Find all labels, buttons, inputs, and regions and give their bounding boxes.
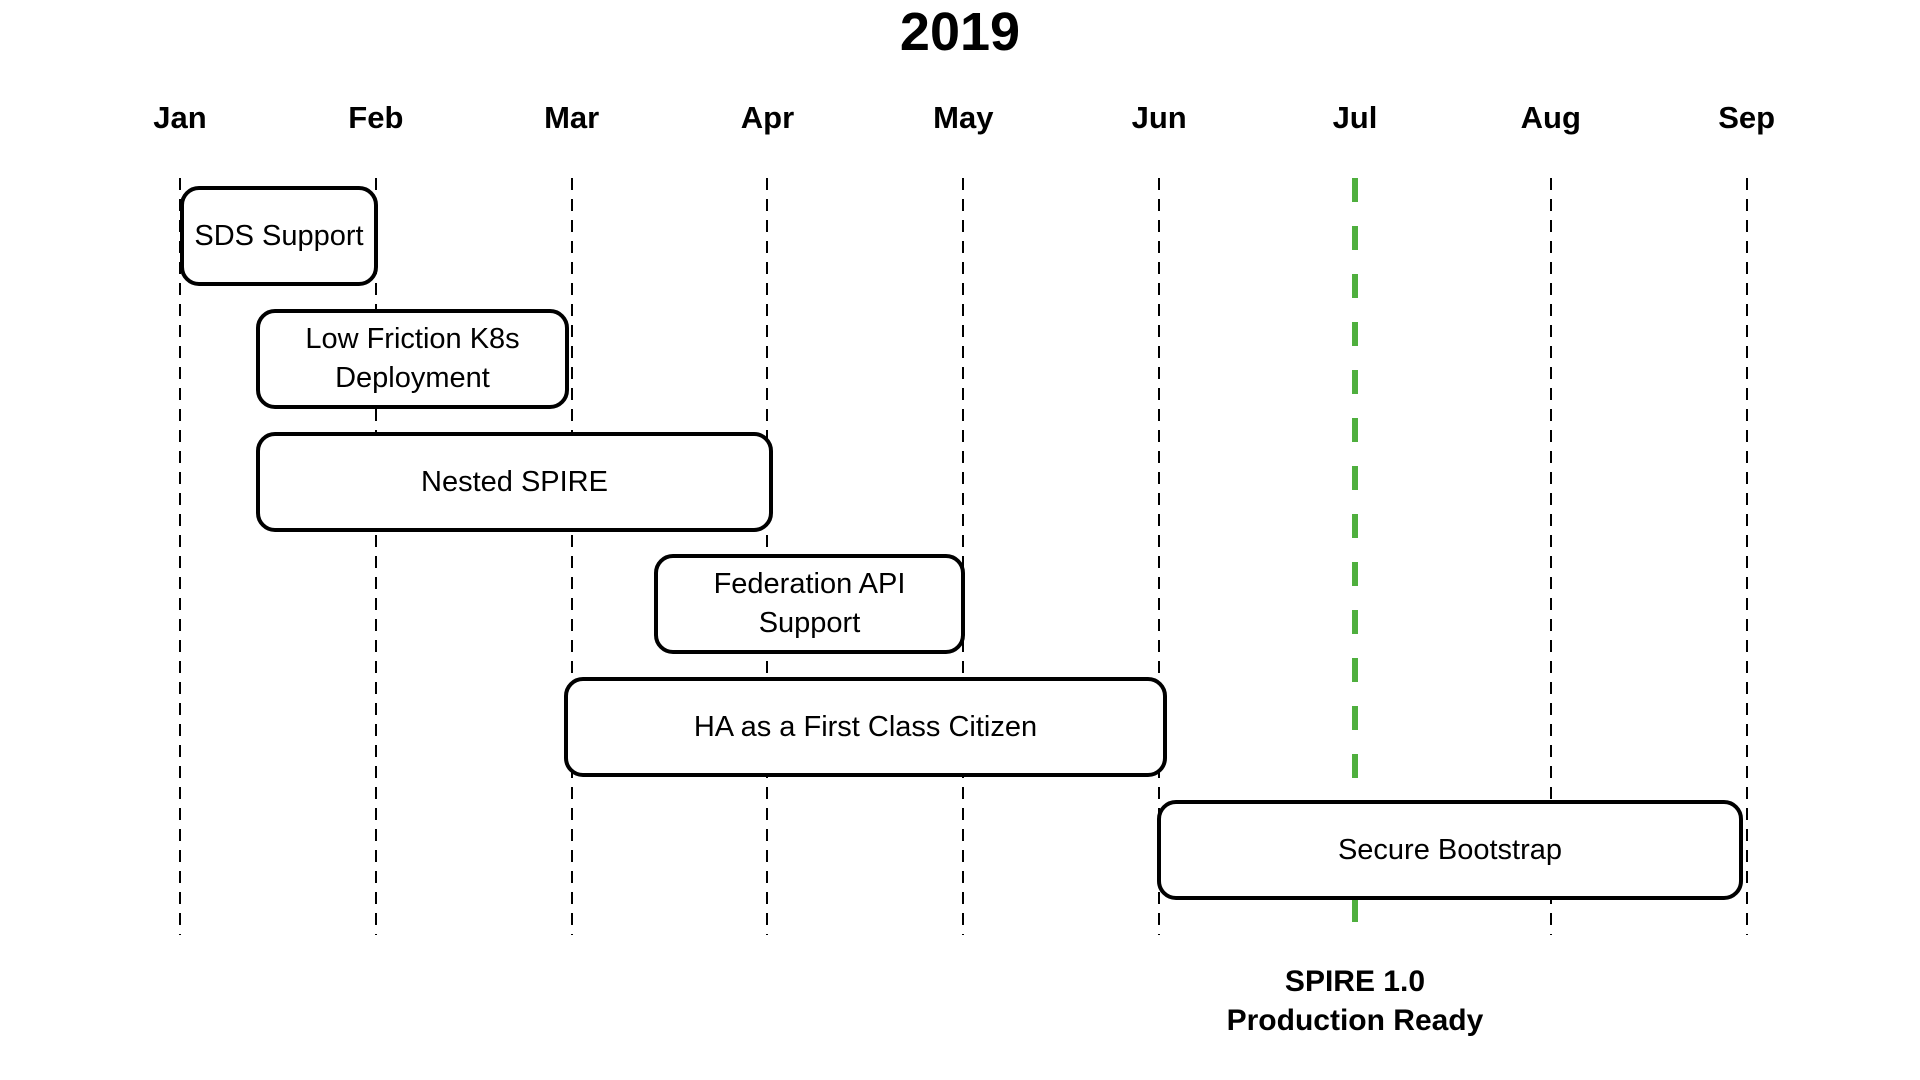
month-label-jan: Jan <box>153 100 207 135</box>
month-label-jun: Jun <box>1131 100 1187 135</box>
gridline-sep <box>1745 178 1748 935</box>
chart-title: 2019 <box>899 2 1021 62</box>
task-label: Nested SPIRE <box>421 465 608 498</box>
task-label: Secure Bootstrap <box>1337 833 1563 866</box>
gridline-jan <box>179 178 181 935</box>
month-label-may: May <box>933 100 994 135</box>
task-label: Federation API Support <box>713 568 906 639</box>
month-label-feb: Feb <box>348 100 404 135</box>
month-label-aug: Aug <box>1520 100 1581 135</box>
gridline-mar <box>570 178 573 935</box>
task-box-low-friction-k8s-deployment: Low Friction K8s Deployment <box>256 309 569 409</box>
task-box-nested-spire: Nested SPIRE <box>256 432 773 532</box>
milestone-label: SPIRE 1.0 Production Ready <box>1227 962 1484 1040</box>
task-box-federation-api-support: Federation API Support <box>654 554 965 654</box>
milestone-line <box>1351 178 1358 935</box>
gridline-may <box>962 178 965 935</box>
task-box-secure-bootstrap: Secure Bootstrap <box>1157 800 1743 900</box>
task-box-ha-as-a-first-class-citizen: HA as a First Class Citizen <box>564 677 1167 777</box>
gridline-aug <box>1549 178 1552 935</box>
task-label: SDS Support <box>194 219 364 252</box>
task-label: Low Friction K8s Deployment <box>305 323 520 394</box>
month-label-sep: Sep <box>1718 100 1776 135</box>
month-label-jul: Jul <box>1332 100 1378 135</box>
gridline-feb <box>374 178 377 935</box>
gridline-jun <box>1158 178 1161 935</box>
month-label-apr: Apr <box>740 100 795 135</box>
month-label-mar: Mar <box>544 100 600 135</box>
milestone-label-line1: SPIRE 1.0 <box>1284 965 1426 998</box>
task-box-sds-support: SDS Support <box>180 186 378 286</box>
milestone-label-line2: Production Ready <box>1226 1004 1484 1037</box>
task-label: HA as a First Class Citizen <box>693 710 1038 743</box>
